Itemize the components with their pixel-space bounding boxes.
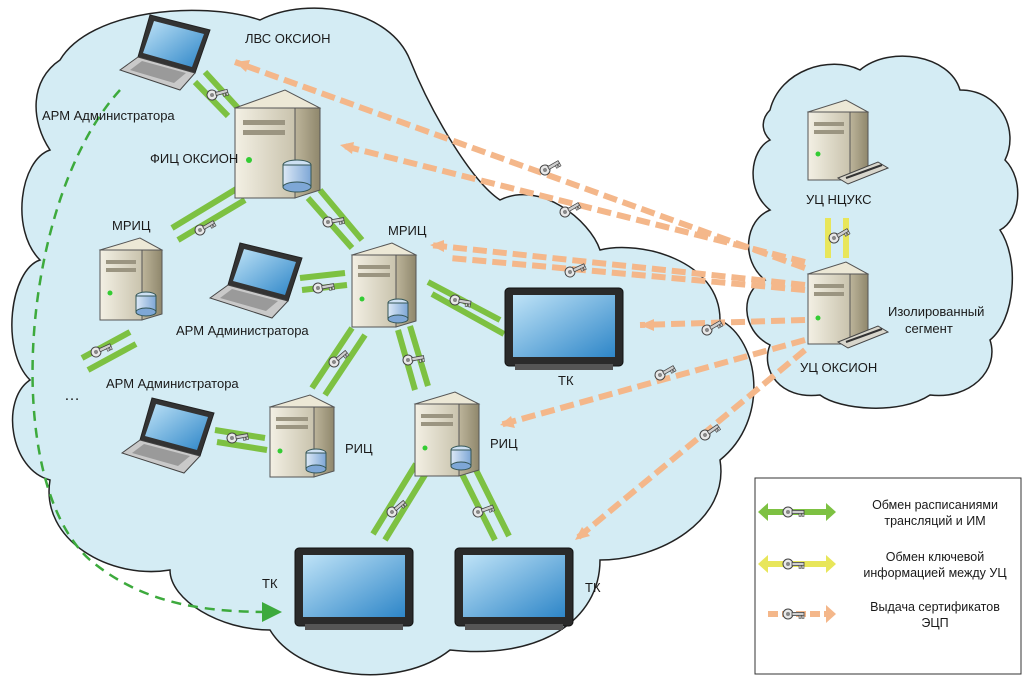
server-uc-ncuks[interactable] [806,99,890,185]
label-arm-top: АРМ Администратора [42,108,175,123]
laptop-arm-center[interactable] [208,242,303,319]
label-tk-right: ТК [558,373,574,388]
label-arm-left: АРМ Администратора [106,376,239,391]
server-ric-right[interactable] [413,391,481,477]
legend-item2-line2: информацией между УЦ [863,566,1007,580]
server-fic[interactable] [233,89,322,199]
dashed-green-arrow [31,89,282,622]
server-uc-okcion[interactable] [806,261,890,349]
legend-orange-symbol [768,605,836,623]
laptop-arm-left[interactable] [120,397,215,474]
yellow-arrows [825,218,849,258]
label-isolated-2: сегмент [905,321,953,336]
tv-tk-right[interactable] [504,287,624,370]
lan-cloud [11,7,755,676]
legend-item2-line1: Обмен ключевой [886,550,984,564]
server-ric-left[interactable] [268,394,336,478]
label-ric-right: РИЦ [490,436,518,451]
legend-yellow-symbol [758,555,836,573]
legend-green-symbol [758,503,836,521]
tv-tk-bottom-right[interactable] [454,547,574,630]
laptop-arm-top[interactable] [118,14,211,91]
label-mric-center: МРИЦ [388,223,427,238]
label-uc-ncuks: УЦ НЦУКС [806,192,872,207]
legend-item1-line1: Обмен расписаниями [872,498,998,512]
label-ric-left: РИЦ [345,441,373,456]
orange-arrows [233,59,807,543]
label-lan: ЛВС ОКСИОН [245,31,331,46]
legend-item3-line1: Выдача сертификатов [870,600,1000,614]
label-tk-bottom-left: ТК [262,576,278,591]
legend-item3-line2: ЭЦП [921,616,948,630]
label-arm-center: АРМ Администратора [176,323,309,338]
orange-arrowheads [235,60,654,540]
label-tk-bottom-right: ТК [585,580,601,595]
label-isolated-1: Изолированный [888,304,984,319]
legend: Обмен расписаниями трансляций и ИМ Обмен… [754,477,1022,675]
label-mric-left: МРИЦ [112,218,151,233]
label-uc-okcion: УЦ ОКСИОН [800,360,877,375]
server-mric-left[interactable] [98,237,164,321]
legend-item1-line2: трансляций и ИМ [884,514,985,528]
tv-tk-bottom-left[interactable] [294,547,414,630]
isolated-cloud [746,55,1019,409]
server-mric-center[interactable] [350,242,418,328]
label-fic: ФИЦ ОКСИОН [150,151,238,166]
label-ellipsis: … [64,387,80,404]
